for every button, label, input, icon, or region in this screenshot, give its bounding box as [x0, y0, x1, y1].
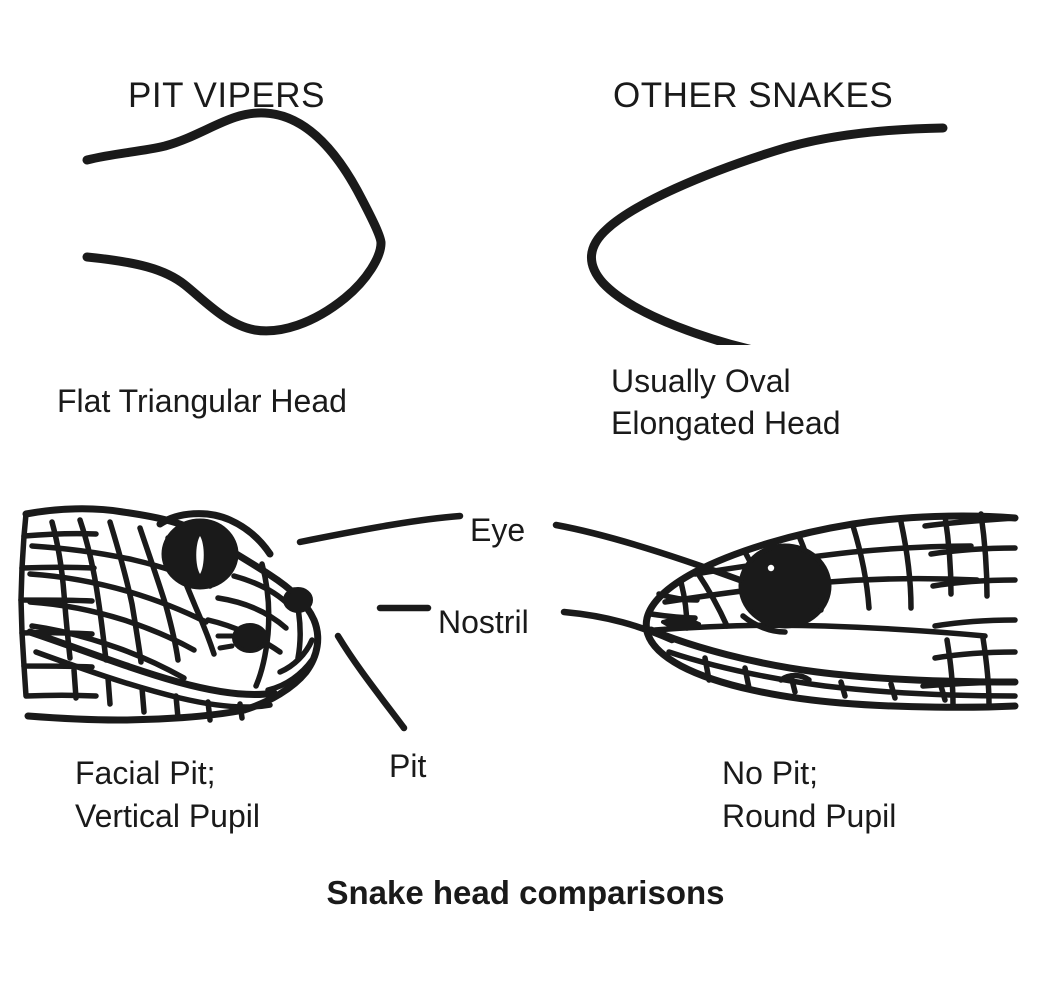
other-snake-head-illustration — [642, 511, 1019, 711]
shape-caption-right: Usually Oval Elongated Head — [611, 363, 841, 441]
figure-title: Snake head comparisons — [326, 874, 725, 911]
callout-label-nostril: Nostril — [438, 604, 529, 640]
callout-leader-lines — [296, 512, 744, 732]
feature-caption-right: No Pit; Round Pupil — [722, 755, 897, 834]
nostril-leader-right — [560, 608, 676, 644]
pit-viper-head-illustration — [18, 505, 322, 724]
eye-leader-left — [296, 512, 464, 546]
callout-label-pit: Pit — [389, 748, 427, 784]
pit-leader — [334, 632, 408, 732]
column-header-other-snakes: OTHER SNAKES — [613, 76, 894, 115]
eye-leader-right — [552, 521, 744, 584]
callout-label-eye: Eye — [470, 512, 526, 548]
oval-head-outline-icon — [587, 123, 948, 345]
column-header-pit-vipers: PIT VIPERS — [128, 76, 325, 115]
feature-caption-left: Facial Pit; Vertical Pupil — [75, 755, 260, 834]
shape-caption-left: Flat Triangular Head — [57, 383, 347, 419]
triangular-head-outline-icon — [82, 108, 386, 336]
